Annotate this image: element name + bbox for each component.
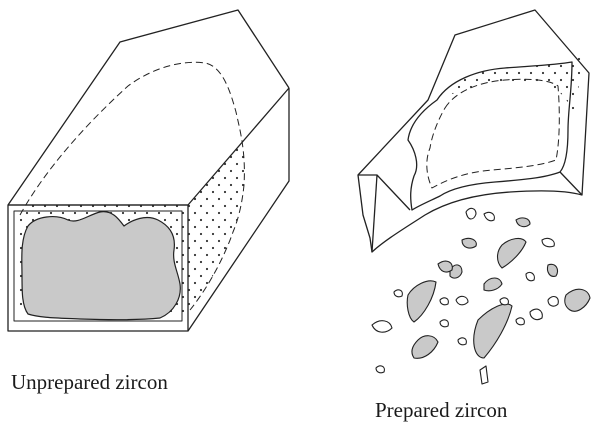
unprepared-zircon-crystal [8,10,289,331]
prepared-zircon-caption: Prepared zircon [375,398,507,423]
unprepared-zircon-caption: Unprepared zircon [11,370,168,395]
zircon-fragments [372,208,590,384]
shaded-core [22,212,181,320]
shell-dotted-strip [437,56,582,120]
